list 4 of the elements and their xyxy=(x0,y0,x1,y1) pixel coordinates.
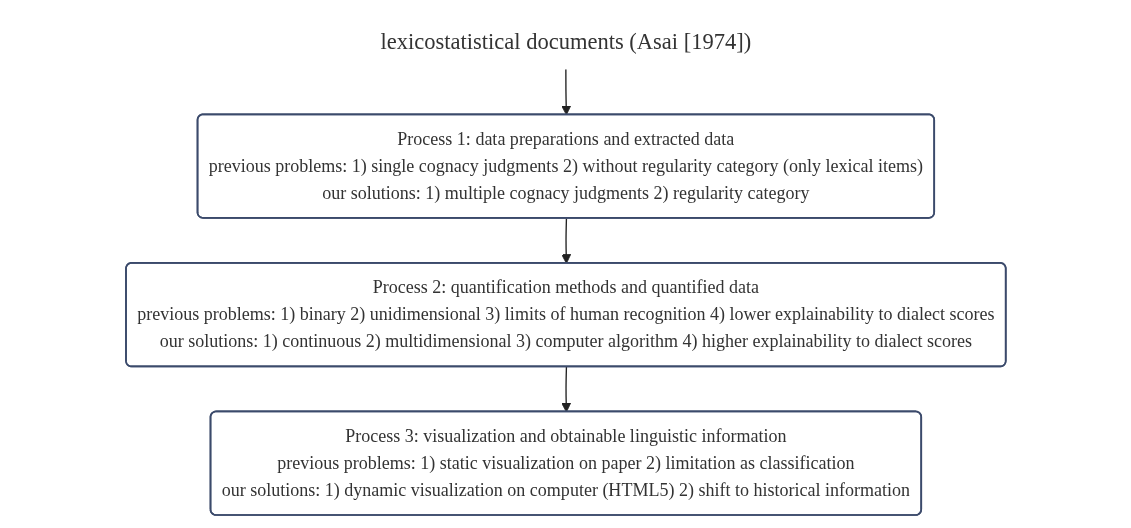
arrow xyxy=(560,68,571,116)
arrow xyxy=(560,366,571,413)
node-text: lexicostatistical documents (Asai [1974]) xyxy=(380,28,751,54)
arrow xyxy=(560,217,571,264)
